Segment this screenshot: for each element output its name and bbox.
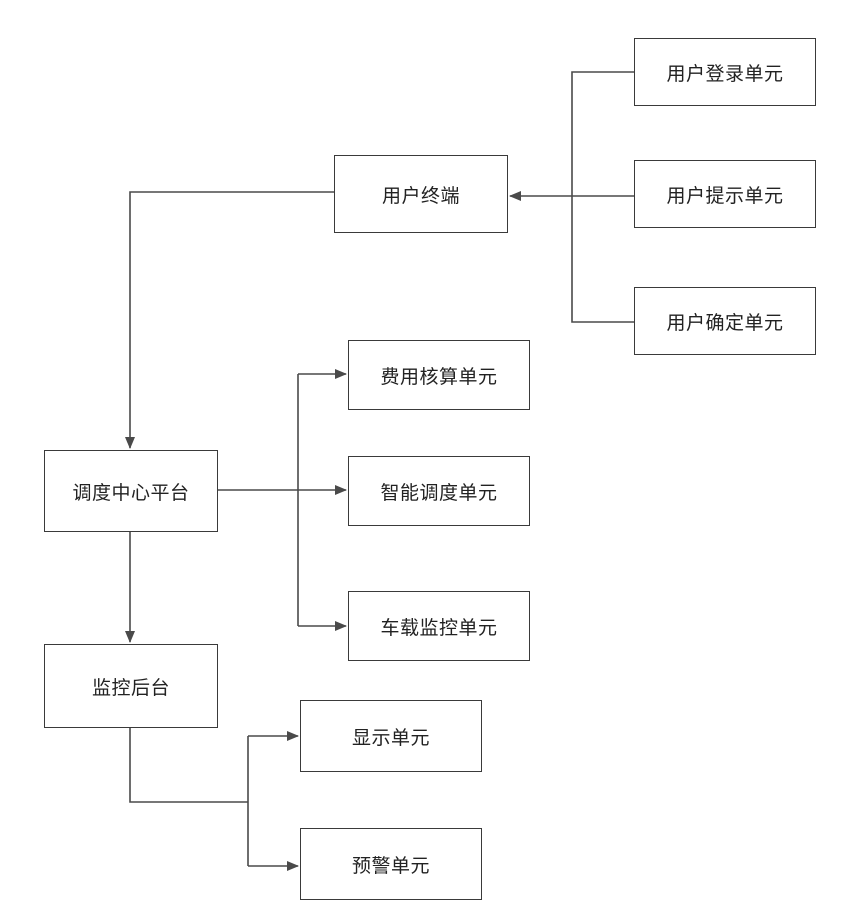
dispatch-center-platform-box: 调度中心平台	[44, 450, 218, 532]
smart-dispatch-unit-label: 智能调度单元	[380, 478, 497, 505]
fee-settlement-unit-box: 费用核算单元	[348, 340, 530, 410]
alarm-unit-box: 预警单元	[300, 828, 482, 900]
monitoring-backend-label: 监控后台	[92, 673, 170, 700]
alarm-unit-label: 预警单元	[352, 851, 430, 878]
user-confirm-unit-box: 用户确定单元	[634, 287, 816, 355]
user-terminal-label: 用户终端	[382, 181, 460, 208]
connector-terminal-to-dispatch	[130, 192, 334, 448]
user-login-unit-box: 用户登录单元	[634, 38, 816, 106]
display-unit-box: 显示单元	[300, 700, 482, 772]
user-login-unit-label: 用户登录单元	[666, 59, 783, 86]
user-terminal-box: 用户终端	[334, 155, 508, 233]
user-prompt-unit-box: 用户提示单元	[634, 160, 816, 228]
vehicle-monitor-unit-label: 车载监控单元	[380, 613, 497, 640]
vehicle-monitor-unit-box: 车载监控单元	[348, 591, 530, 661]
smart-dispatch-unit-box: 智能调度单元	[348, 456, 530, 526]
display-unit-label: 显示单元	[352, 723, 430, 750]
dispatch-center-platform-label: 调度中心平台	[72, 478, 189, 505]
monitoring-backend-box: 监控后台	[44, 644, 218, 728]
connector-monitor-out	[130, 728, 248, 802]
user-prompt-unit-label: 用户提示单元	[666, 181, 783, 208]
user-confirm-unit-label: 用户确定单元	[666, 308, 783, 335]
fee-settlement-unit-label: 费用核算单元	[380, 362, 497, 389]
connector-login-to-bus	[572, 72, 634, 322]
